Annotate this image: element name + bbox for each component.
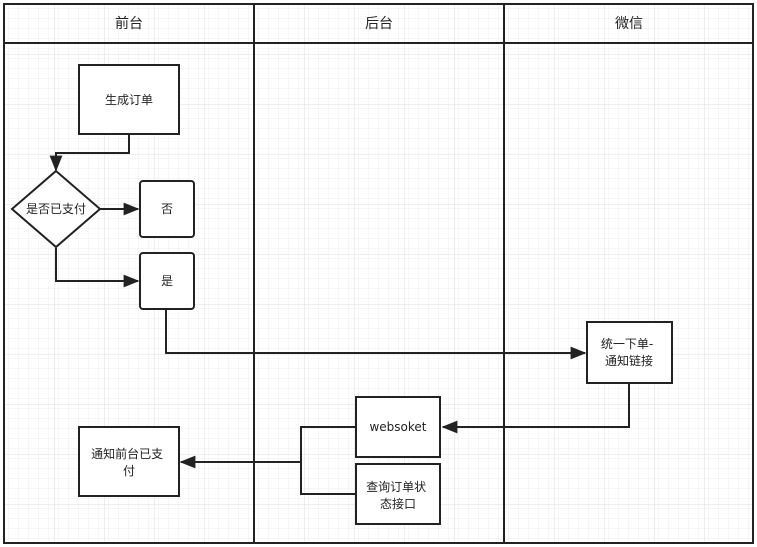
connector-decision-to-yes bbox=[55, 248, 140, 288]
node-yes-label: 是 bbox=[161, 274, 173, 288]
node-websoket-box bbox=[355, 396, 441, 458]
lane-title-backend: 后台 bbox=[365, 16, 393, 32]
node-websoket-label: websoket bbox=[369, 420, 426, 434]
node-notify-paid-line-2: 付 bbox=[123, 464, 135, 478]
node-no: 否 bbox=[139, 180, 195, 238]
node-query-status-box bbox=[355, 463, 441, 525]
node-notify-paid-box bbox=[78, 426, 180, 497]
node-notify-paid: 通知前台已支 付 bbox=[78, 426, 180, 497]
node-create-order: 生成订单 bbox=[78, 64, 180, 135]
connectors bbox=[49, 134, 630, 495]
node-unified-order-label: 统一下单- 通知链接 bbox=[601, 337, 657, 368]
swimlane-border bbox=[3, 3, 754, 544]
node-is-paid-label: 是否已支付 bbox=[26, 202, 86, 216]
node-query-status-line-1: 查询订单状 bbox=[366, 480, 426, 494]
connector-unified-order-to-websoket bbox=[441, 383, 630, 434]
node-no-label: 否 bbox=[161, 202, 173, 216]
node-query-status-label: 查询订单状 态接口 bbox=[366, 480, 430, 511]
node-is-paid-decision: 是否已支付 bbox=[10, 169, 102, 249]
connector-create-to-decision bbox=[49, 134, 130, 172]
node-is-paid-diamond bbox=[10, 169, 102, 249]
node-query-status-line-2: 态接口 bbox=[380, 496, 416, 511]
node-query-status: 查询订单状 态接口 bbox=[355, 463, 441, 525]
lane-title-wechat: 微信 bbox=[615, 16, 643, 32]
connector-backend-bracket bbox=[300, 426, 355, 495]
node-unified-order: 统一下单- 通知链接 bbox=[586, 321, 673, 384]
node-create-order-box bbox=[78, 64, 180, 135]
node-no-box bbox=[139, 180, 195, 238]
node-unified-order-line-2: 通知链接 bbox=[605, 353, 653, 368]
node-websoket: websoket bbox=[355, 396, 441, 458]
swimlane-frame bbox=[3, 3, 754, 544]
node-yes-box bbox=[139, 252, 195, 310]
connector-yes-to-unified-order bbox=[165, 309, 587, 360]
lane-title-frontend: 前台 bbox=[115, 15, 143, 32]
node-yes: 是 bbox=[139, 252, 195, 310]
node-unified-order-box bbox=[586, 321, 673, 384]
node-create-order-label: 生成订单 bbox=[105, 93, 153, 107]
node-unified-order-line-1: 统一下单- bbox=[601, 337, 653, 351]
node-notify-paid-label: 通知前台已支 付 bbox=[91, 446, 167, 478]
node-notify-paid-line-1: 通知前台已支 bbox=[91, 446, 163, 461]
